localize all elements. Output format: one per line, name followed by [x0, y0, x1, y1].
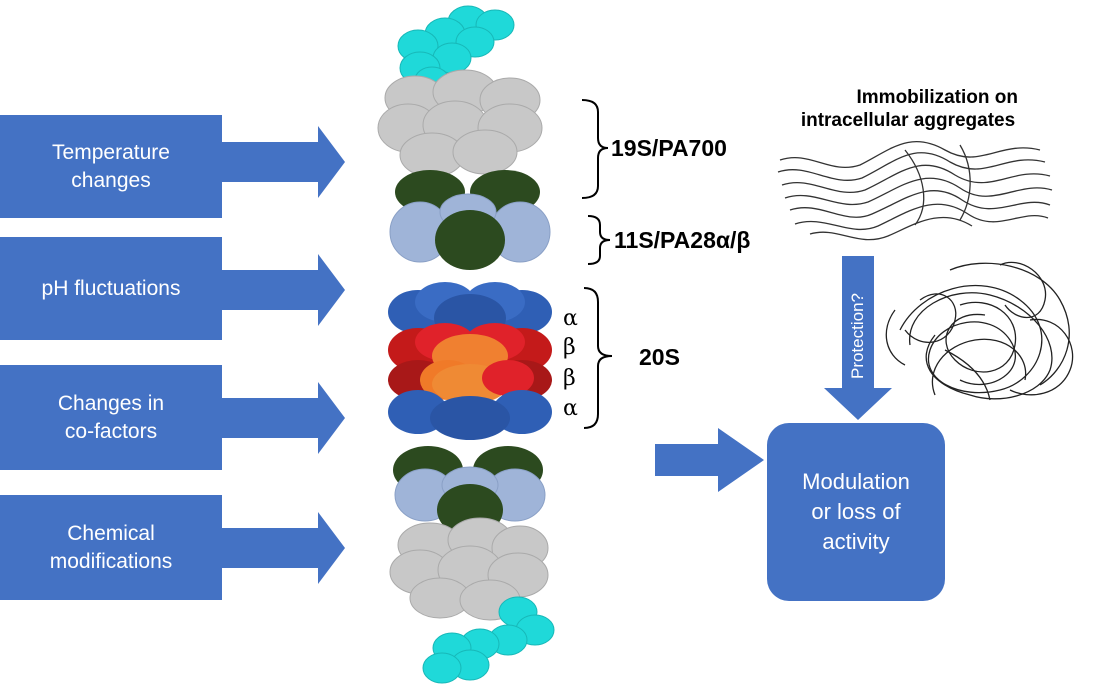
factor-ph: pH fluctuations: [0, 237, 222, 340]
atpase-top-center: [435, 210, 505, 270]
alpha-ring-bottom: [388, 390, 552, 440]
bracket-19s: [581, 99, 609, 199]
ring-label-alpha-bottom: α: [563, 396, 578, 421]
ring-label-beta-1: β: [563, 335, 576, 360]
protection-arrow: [824, 256, 892, 420]
outcome-line1: Modulation: [802, 469, 910, 495]
ubiquitin-chain-bottom: [422, 596, 555, 684]
ring-label-beta-2: β: [563, 366, 576, 391]
beta-ring-2: [388, 360, 552, 404]
label-19s: 19S/PA700: [611, 135, 727, 161]
bracket-11s: [587, 215, 611, 265]
tangled-aggregate: [885, 261, 1074, 401]
bracket-20s: [583, 287, 613, 429]
factor-chemical-line2: modifications: [49, 549, 173, 573]
aggregates-title: Immobilization on: [818, 86, 1019, 109]
label-11s: 11S/PA28α/β: [614, 227, 751, 253]
outcome-box: Modulation or loss of activity: [767, 423, 945, 601]
aggregates-title-2: intracellular aggregates: [778, 109, 1038, 132]
ring-label-alpha-top: α: [563, 306, 578, 331]
protection-label: Protection?: [848, 293, 867, 379]
factor-temperature-line1: Temperature: [52, 141, 170, 165]
label-20s: 20S: [639, 344, 680, 370]
aggregates-title-line2: intracellular aggregates: [800, 110, 1016, 131]
core-to-outcome-arrow: [655, 428, 764, 492]
aggregates-title-line1: Immobilization on: [856, 87, 1019, 108]
outcome-line3: activity: [822, 528, 890, 554]
regulatory-19s-top: [377, 69, 543, 178]
wavy-fibers: [777, 140, 1053, 241]
factor-cofactors: Changes in co-factors: [0, 365, 222, 470]
factor-temperature-line2: changes: [71, 168, 151, 192]
factor-cofactors-line2: co-factors: [64, 419, 158, 443]
factor-chemical-line1: Chemical: [67, 522, 155, 546]
factor-temperature: Temperature changes: [0, 115, 222, 218]
outcome-line2: or loss of: [811, 499, 901, 525]
factor-chemical: Chemical modifications: [0, 495, 222, 600]
factor-cofactors-line1: Changes in: [57, 392, 165, 416]
ubiquitin-chain-top: [397, 5, 515, 94]
factor-ph-line1: pH fluctuations: [41, 276, 181, 300]
